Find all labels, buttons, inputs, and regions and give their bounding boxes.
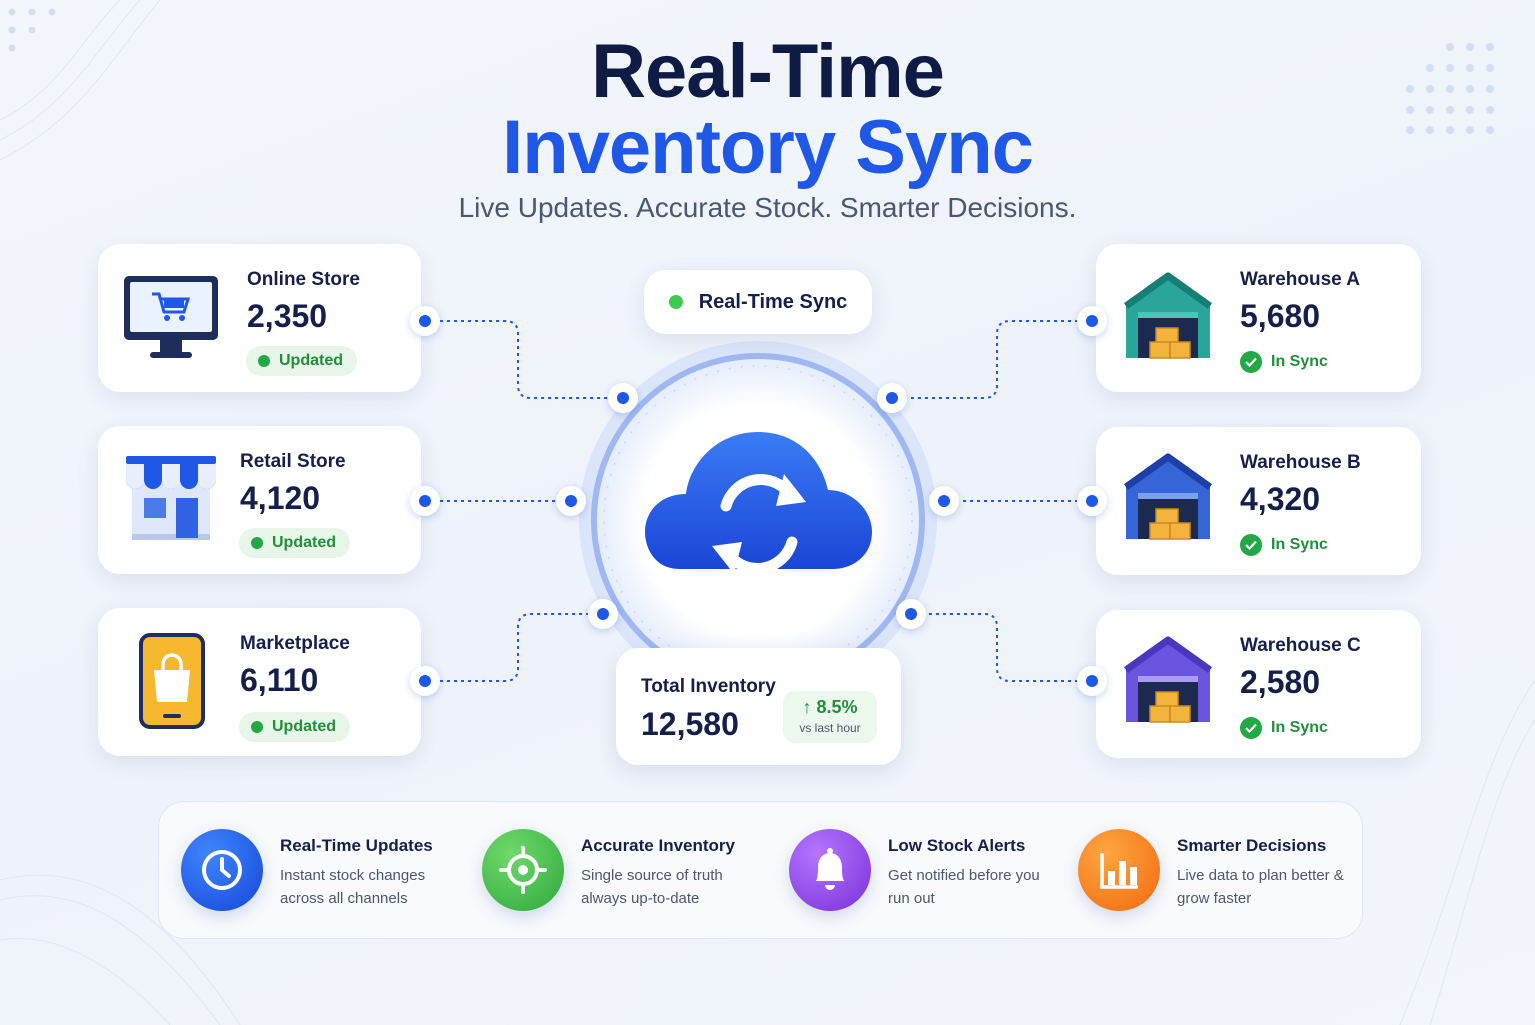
warehouse-name: Warehouse B [1240, 452, 1361, 473]
feature-description: Get notified before you run out [888, 867, 1040, 907]
inventory-change-note: vs last hour [799, 721, 861, 735]
feature-realtime-updates: Real-Time Updates Instant stock changes … [181, 802, 461, 940]
realtime-sync-badge: Real-Time Sync [644, 270, 872, 334]
storefront-icon [126, 456, 216, 540]
clock-icon [181, 829, 263, 911]
feature-title: Real-Time Updates [280, 836, 433, 855]
feature-title: Low Stock Alerts [888, 836, 1026, 855]
status-label: Updated [279, 352, 343, 369]
status-dot-icon [251, 721, 263, 733]
cloud-sync-icon [645, 432, 872, 574]
total-inventory-card: Total Inventory 12,580 ↑ 8.5% vs last ho… [616, 648, 901, 765]
realtime-sync-label: Real-Time Sync [698, 290, 848, 313]
source-card-retail-store[interactable]: Retail Store 4,120 Updated [98, 426, 421, 574]
hub-connector-node [929, 486, 959, 516]
sync-status: In Sync [1240, 534, 1328, 556]
bell-icon [789, 829, 871, 911]
warehouse-card-c[interactable]: Warehouse C 2,580 In Sync [1096, 610, 1421, 758]
page-title-line1: Real-Time [591, 29, 945, 114]
feature-accurate-inventory: Accurate Inventory Single source of trut… [482, 802, 762, 940]
connector-node [1077, 486, 1107, 516]
warehouse-icon [1123, 272, 1213, 359]
target-icon [482, 829, 564, 911]
monitor-cart-icon [124, 276, 218, 358]
feature-title: Smarter Decisions [1177, 836, 1327, 855]
bar-chart-icon [1078, 829, 1160, 911]
source-name: Retail Store [240, 451, 346, 472]
total-inventory-value: 12,580 [641, 706, 739, 742]
source-name: Marketplace [240, 633, 350, 654]
warehouse-name: Warehouse C [1240, 635, 1361, 656]
feature-title: Accurate Inventory [581, 836, 735, 855]
hub-connector-node [588, 599, 618, 629]
features-bar: Real-Time Updates Instant stock changes … [158, 801, 1363, 939]
total-inventory-label: Total Inventory [641, 676, 776, 697]
status-label: Updated [272, 718, 336, 735]
page-subtitle: Live Updates. Accurate Stock. Smarter De… [458, 192, 1077, 223]
status-badge: Updated [239, 712, 350, 742]
warehouse-card-a[interactable]: Warehouse A 5,680 In Sync [1096, 244, 1421, 392]
hub-connector-node [556, 486, 586, 516]
sync-status-label: In Sync [1271, 353, 1328, 370]
source-card-marketplace[interactable]: Marketplace 6,110 Updated [98, 608, 421, 756]
warehouse-stock-value: 4,320 [1240, 481, 1321, 517]
check-circle-icon [1240, 717, 1262, 739]
warehouse-name: Warehouse A [1240, 269, 1361, 290]
status-badge: Updated [246, 346, 357, 376]
source-stock-value: 2,350 [247, 298, 328, 334]
warehouse-icon [1123, 636, 1213, 723]
feature-description: Live data to plan better & grow faster [1177, 867, 1344, 907]
connector-node [410, 306, 440, 336]
connector-node [410, 486, 440, 516]
live-status-dot [668, 295, 683, 309]
phone-bag-icon [139, 633, 205, 729]
source-stock-value: 4,120 [240, 480, 321, 516]
warehouse-stock-value: 2,580 [1240, 664, 1321, 700]
feature-smarter-decisions: Smarter Decisions Live data to plan bett… [1078, 802, 1358, 940]
inventory-change-value: 8.5% [816, 697, 858, 717]
hub-connector-node [608, 383, 638, 413]
source-name: Online Store [247, 269, 360, 290]
page-title-line2: Inventory Sync [502, 105, 1034, 190]
sync-status-label: In Sync [1271, 719, 1328, 736]
sync-status: In Sync [1240, 351, 1328, 373]
connector-node [1077, 666, 1107, 696]
inventory-change-badge: ↑ 8.5% vs last hour [783, 691, 877, 743]
feature-low-stock-alerts: Low Stock Alerts Get notified before you… [789, 802, 1069, 940]
hub-connector-node [896, 599, 926, 629]
warehouse-card-b[interactable]: Warehouse B 4,320 In Sync [1096, 427, 1421, 575]
sync-status: In Sync [1240, 717, 1328, 739]
hub-connector-node [877, 383, 907, 413]
status-label: Updated [272, 534, 336, 551]
feature-description: Instant stock changes across all channel… [280, 867, 426, 907]
status-dot-icon [251, 537, 263, 549]
warehouse-stock-value: 5,680 [1240, 298, 1321, 334]
warehouse-icon [1123, 453, 1213, 540]
connector-node [1077, 306, 1107, 336]
arrow-up-icon: ↑ [802, 697, 812, 717]
check-circle-icon [1240, 351, 1262, 373]
status-badge: Updated [239, 528, 350, 558]
connector-node [410, 666, 440, 696]
sync-status-label: In Sync [1271, 536, 1328, 553]
check-circle-icon [1240, 534, 1262, 556]
source-stock-value: 6,110 [240, 662, 319, 698]
feature-description: Single source of truth always up-to-date [581, 867, 723, 907]
source-card-online-store[interactable]: Online Store 2,350 Updated [98, 244, 421, 392]
status-dot-icon [258, 355, 270, 367]
